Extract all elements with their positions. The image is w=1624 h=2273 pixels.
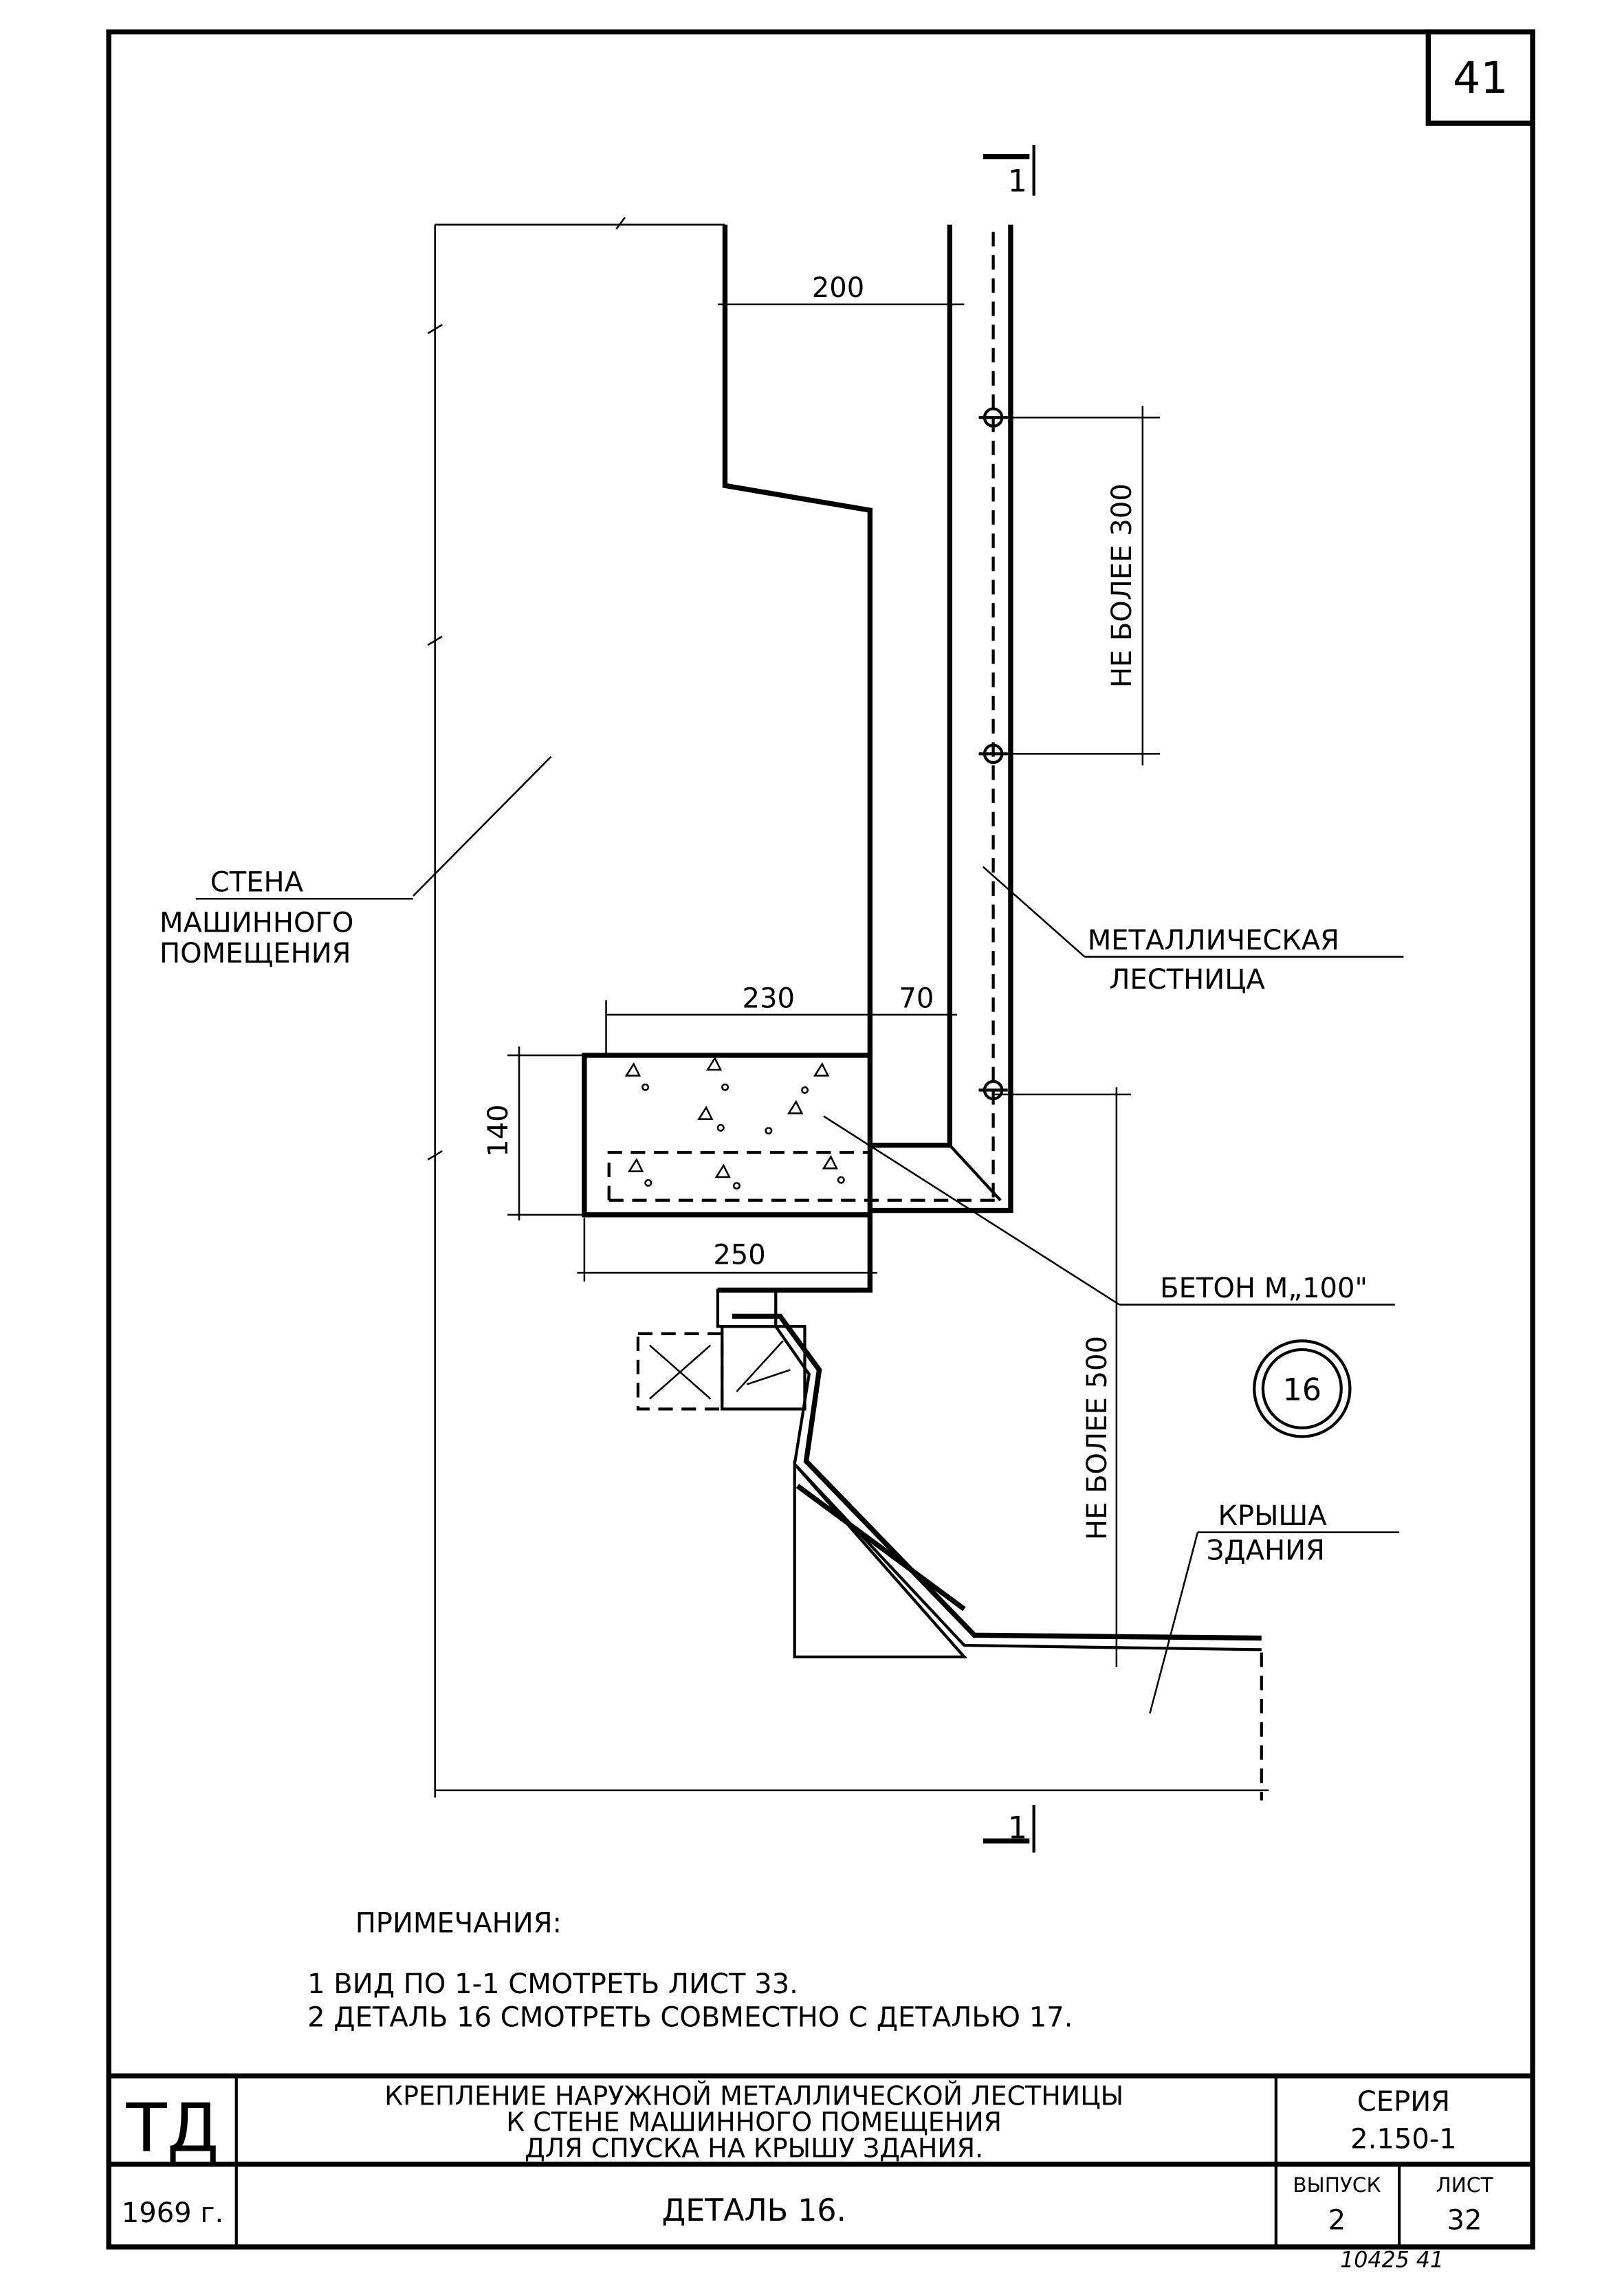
notes: ПРИМЕЧАНИЯ: 1 ВИД ПО 1-1 СМОТРЕТЬ ЛИСТ 3… [307,1908,1073,2034]
drawing-title-line: КРЕПЛЕНИЕ НАРУЖНОЙ МЕТАЛЛИЧЕСКОЙ ЛЕСТНИЦ… [384,2080,1123,2111]
issue-label: ВЫПУСК [1293,2173,1381,2197]
label-text: МАШИННОГО [160,908,353,939]
label-text: ЗДАНИЯ [1207,1535,1325,1567]
dimension-label: 140 [483,1104,514,1156]
dimension-label: НЕ БОЛЕЕ 300 [1106,483,1138,688]
dimension-label: 70 [899,982,934,1014]
note-item: 1 ВИД ПО 1-1 СМОТРЕТЬ ЛИСТ 33. [307,1968,798,2000]
label-text: БЕТОН М„100" [1160,1273,1368,1304]
metal-ladder [870,224,1013,1214]
drawing-title-line: К СТЕНЕ МАШИННОГО ПОМЕЩЕНИЯ [506,2107,1002,2137]
handwritten-note: 10425 41 [1340,2248,1444,2273]
dimension-250: 250 [577,1218,877,1282]
wall-label: СТЕНА МАШИННОГО ПОМЕЩЕНИЯ [160,756,552,969]
sheet-label: ЛИСТ [1436,2173,1494,2197]
dimension-230-70: 230 70 [605,982,957,1055]
dimension-not-more-300: НЕ БОЛЕЕ 300 [993,406,1161,766]
roof-parapet [636,1288,1262,1659]
section-marker-bottom: 1 [983,1804,1035,1853]
sheet-frame [106,29,1535,2250]
roof-label: КРЫША ЗДАНИЯ [1149,1500,1400,1714]
dimension-bottom [435,1652,1269,1801]
drawing-subtitle: ДЕТАЛЬ 16. [662,2193,846,2228]
dimension-200: 200 [717,272,965,306]
label-text: ПОМЕЩЕНИЯ [160,938,351,969]
sheet-value: 32 [1447,2205,1482,2237]
label-text: СТЕНА [210,867,304,899]
label-text: МЕТАЛЛИЧЕСКАЯ [1088,925,1339,956]
dimension-label: 250 [713,1240,765,1271]
section-marker-label: 1 [1008,164,1027,199]
ladder-label: МЕТАЛЛИЧЕСКАЯ ЛЕСТНИЦА [983,866,1404,996]
drawing-title-line: ДЛЯ СПУСКА НА КРЫШУ ЗДАНИЯ. [525,2133,983,2163]
label-text: ЛЕСТНИЦА [1109,964,1265,996]
sheet-number-box [1425,29,1535,126]
sheet-number: 41 [1453,52,1508,103]
dimension-label: 230 [743,982,795,1014]
label-text: КРЫША [1218,1500,1328,1532]
note-item: 2 ДЕТАЛЬ 16 СМОТРЕТЬ СОВМЕСТНО С ДЕТАЛЬЮ… [307,2002,1073,2034]
section-marker-label: 1 [1008,1810,1027,1845]
wall-outline [427,217,873,1798]
notes-title: ПРИМЕЧАНИЯ: [355,1908,562,1940]
concrete-block [582,1053,1001,1218]
detail-number: 16 [1283,1373,1321,1408]
dimension-label: НЕ БОЛЕЕ 500 [1082,1336,1113,1540]
org-mark: ТД [125,2089,219,2167]
series-label: СЕРИЯ [1357,2086,1450,2118]
dimension-not-more-500: НЕ БОЛЕЕ 500 [993,1087,1131,1667]
issue-value: 2 [1328,2205,1346,2237]
detail-number-circle: 16 [1253,1339,1352,1438]
title-block: ТД 1969 г. КРЕПЛЕНИЕ НАРУЖНОЙ МЕТАЛЛИЧЕС… [109,2073,1533,2248]
concrete-label: БЕТОН М„100" [823,1115,1395,1306]
year: 1969 г. [122,2197,223,2229]
bolt-icon [978,1079,1008,1101]
section-marker-top: 1 [983,144,1035,199]
series-value: 2.150-1 [1350,2124,1457,2155]
dimension-label: 200 [812,272,864,304]
concrete-hatch [624,1056,845,1190]
dimension-140: 140 [483,1046,584,1221]
